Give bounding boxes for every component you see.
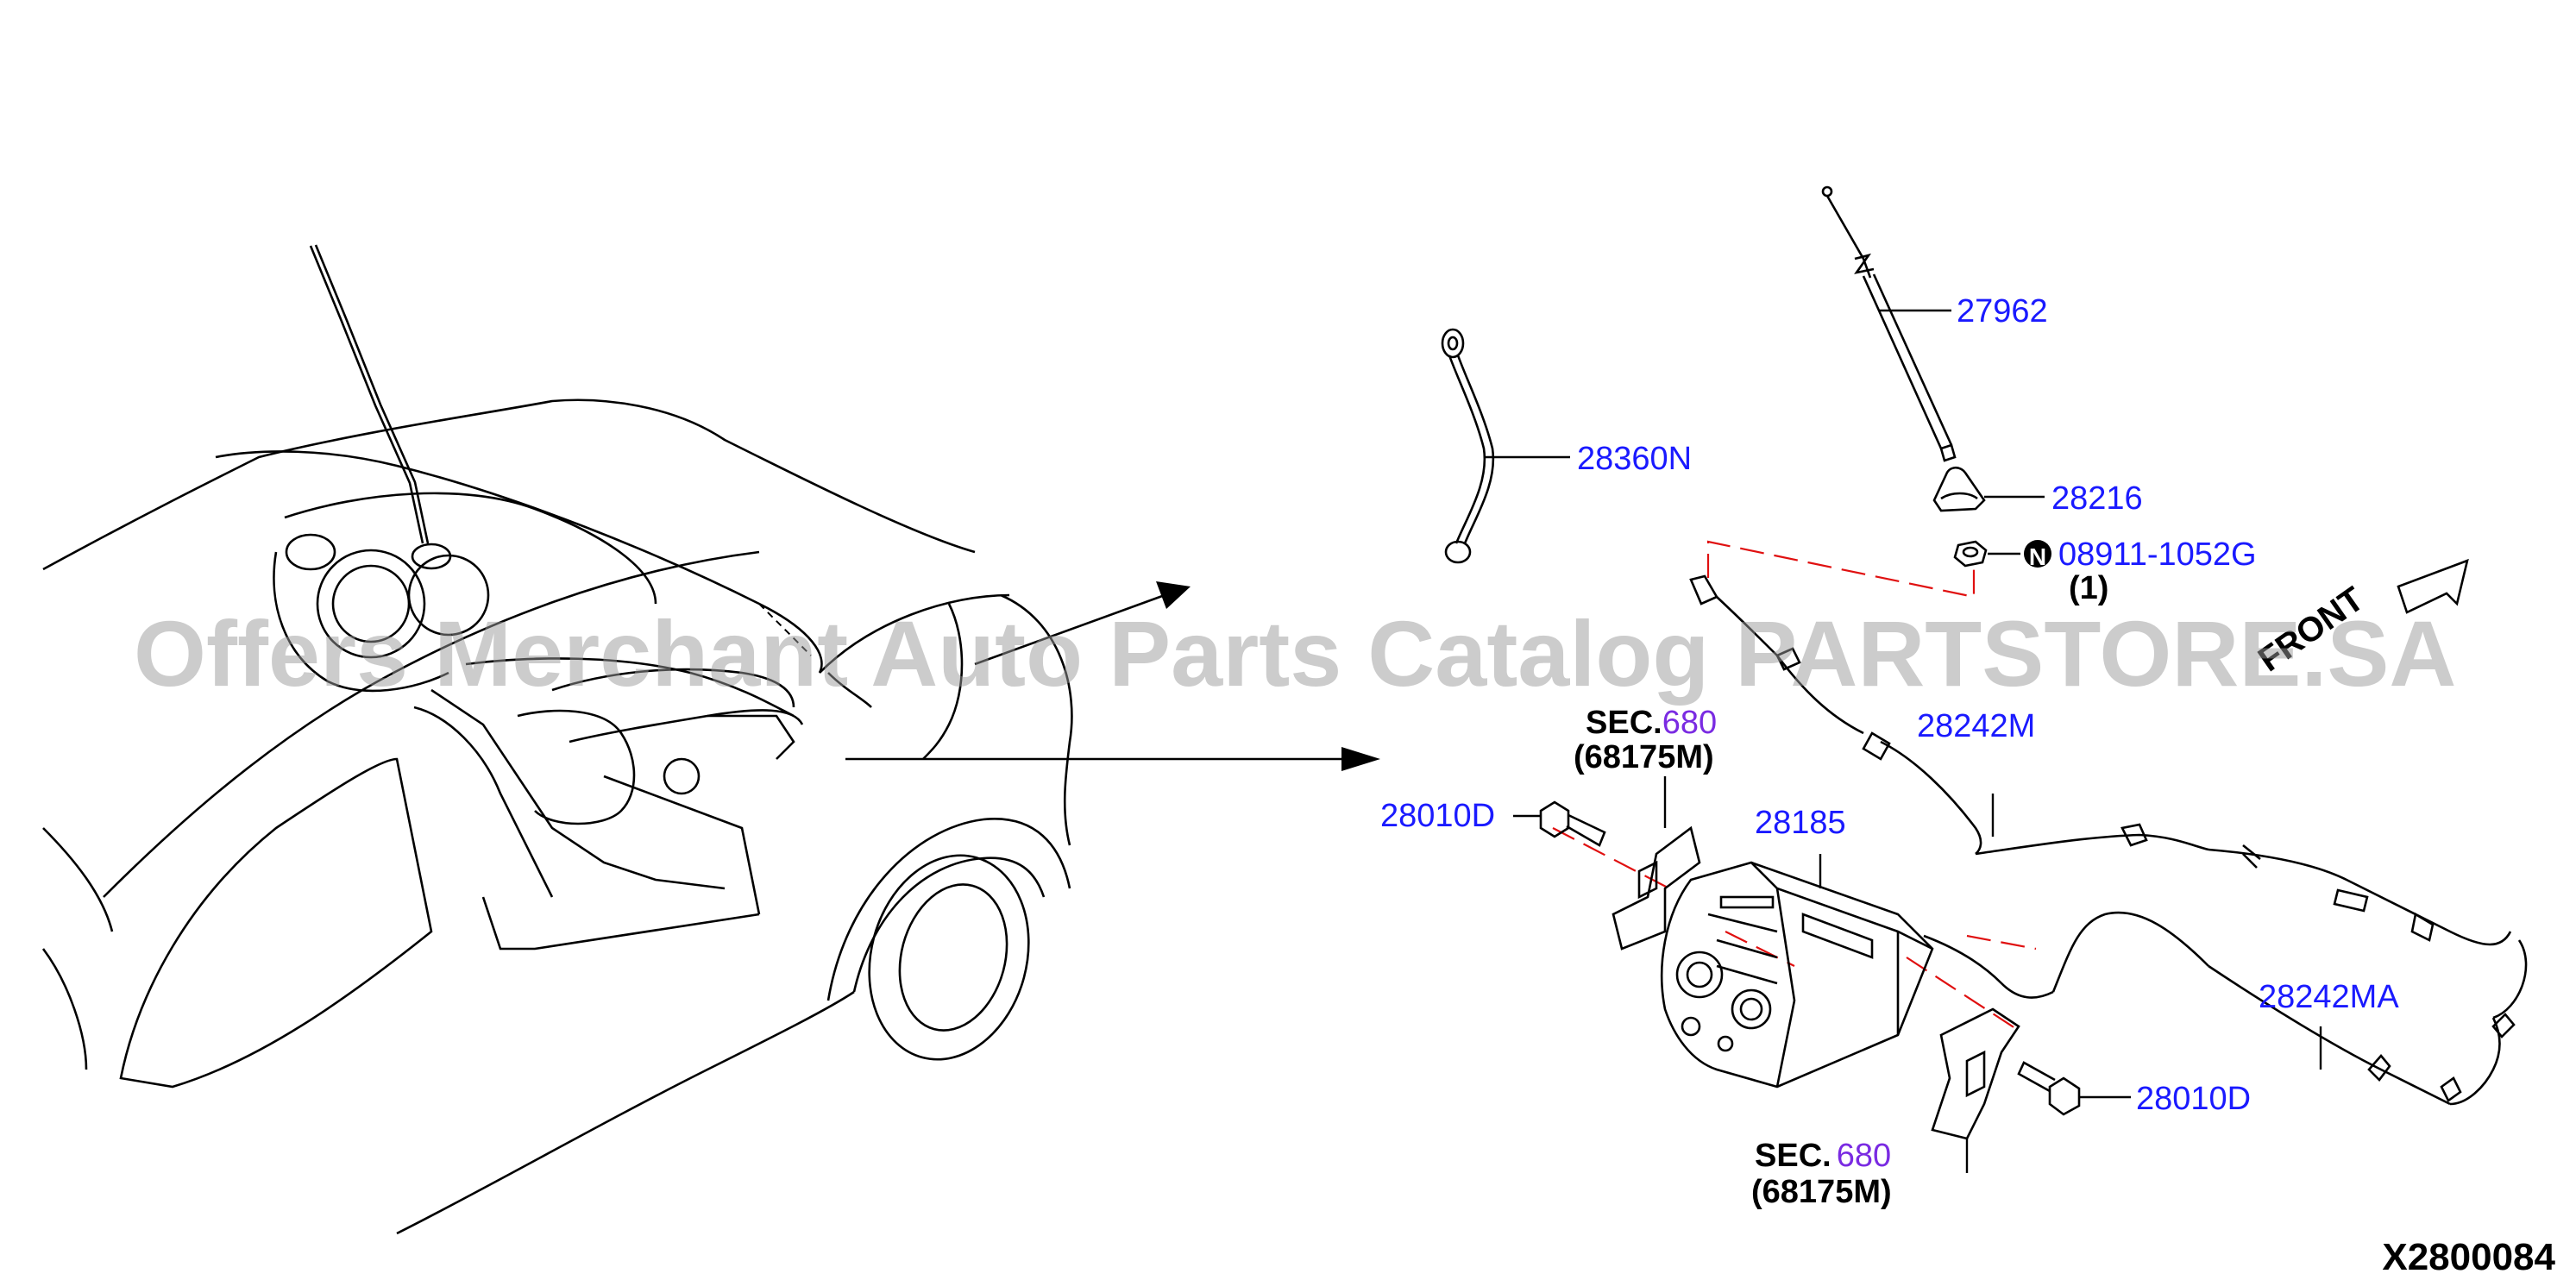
part-number-antenna-base[interactable]: 28216: [2051, 480, 2143, 517]
right-bracket-part: [1931, 1007, 2020, 1173]
part-number-feeder-cable[interactable]: 28242M: [1917, 708, 2035, 744]
part-number-nut[interactable]: 08911-1052G: [2058, 536, 2257, 573]
diagram-code: X2800084: [2382, 1236, 2555, 1278]
pointer-arrows: [845, 581, 1380, 771]
part-number-audio-unit[interactable]: 28185: [1755, 805, 1846, 841]
audio-unit-part: [1660, 854, 1934, 1089]
assembly-guides: [1552, 540, 2037, 1032]
part-number-feeder-cable-sub[interactable]: 28242MA: [2259, 979, 2399, 1015]
ground-strap-part: [1441, 328, 1570, 564]
left-screw-part: [1513, 800, 1606, 847]
left-bracket-part: [1612, 776, 1701, 951]
nut-quantity: (1): [2069, 570, 2108, 606]
section-ref-lower[interactable]: SEC.680: [1755, 1138, 1891, 1174]
nut-part: N: [1953, 540, 2051, 570]
part-number-screw-left[interactable]: 28010D: [1380, 798, 1495, 834]
part-number-screw-right[interactable]: 28010D: [2136, 1081, 2251, 1117]
nut-symbol: N: [2029, 543, 2046, 570]
watermark: Offers Merchant Auto Parts Catalog PARTS…: [134, 601, 2456, 706]
section-sub-upper: (68175M): [1574, 739, 1714, 775]
part-number-ground-strap[interactable]: 28360N: [1577, 441, 1692, 477]
section-sub-lower: (68175M): [1751, 1174, 1892, 1210]
antenna-rod-part: [1821, 185, 1957, 462]
feeder-cable-part: [1689, 574, 2528, 1106]
part-number-antenna-rod[interactable]: 27962: [1957, 293, 2048, 329]
antenna-base-part: [1932, 466, 2045, 512]
right-screw-part: [2017, 1061, 2131, 1116]
section-ref-upper[interactable]: SEC.680: [1586, 705, 1717, 741]
car-illustration: [41, 244, 1073, 1235]
